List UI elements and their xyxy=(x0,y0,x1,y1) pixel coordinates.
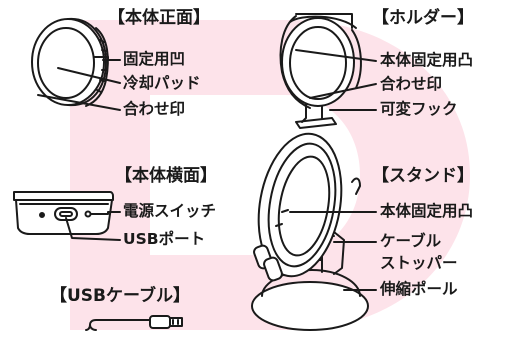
fixing-recess-label: 固定用凹 xyxy=(123,50,186,68)
holder-callouts xyxy=(295,49,377,111)
holder-fixing-protrusion-label: 本体固定用凸 xyxy=(380,51,474,69)
holder-illustration xyxy=(279,13,362,129)
front-alignment-mark-label: 合わせ印 xyxy=(123,100,186,118)
telescopic-pole-label: 伸縮ポール xyxy=(380,280,458,298)
body-front-illustration xyxy=(31,17,109,107)
stand-callouts xyxy=(289,211,377,291)
body-side-callouts xyxy=(65,211,121,241)
cable-stopper-label-line1: ケーブル xyxy=(380,232,442,250)
usb-cable-heading: 【USBケーブル】 xyxy=(50,286,190,306)
cooling-pad-label: 冷却パッド xyxy=(123,74,201,92)
cable-stopper-label-line2: ストッパー xyxy=(380,254,458,272)
holder-alignment-mark-label: 合わせ印 xyxy=(380,75,443,93)
usb-cable-illustration xyxy=(85,315,183,331)
body-front-callouts xyxy=(37,56,121,111)
usb-port-label: USBポート xyxy=(123,230,206,248)
power-switch-label: 電源スイッチ xyxy=(123,202,217,220)
body-side-heading: 【本体横面】 xyxy=(115,166,217,186)
body-front-heading: 【本体正面】 xyxy=(108,8,210,28)
adjustable-hook-label: 可変フック xyxy=(380,100,458,118)
holder-heading: 【ホルダー】 xyxy=(372,8,474,28)
stand-fixing-protrusion-label: 本体固定用凸 xyxy=(380,202,474,220)
stand-heading: 【スタンド】 xyxy=(372,166,474,186)
stand-illustration xyxy=(251,132,369,331)
